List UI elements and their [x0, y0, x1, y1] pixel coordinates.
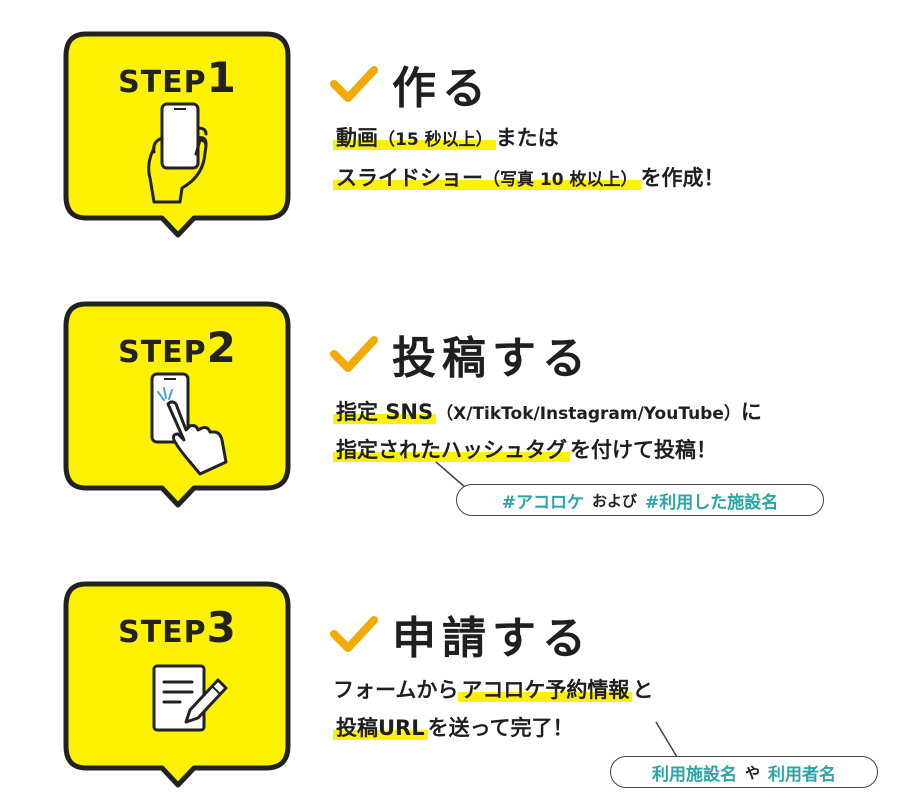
step-2-label: STEP2: [68, 327, 286, 371]
step-1-label: STEP1: [68, 57, 286, 101]
hashtag-callout: #アコロケ および #利用した施設名: [456, 484, 824, 516]
checkmark-icon: [330, 336, 378, 372]
form-with-pen-icon: [152, 664, 228, 732]
step-3-line-1: フォームからアコロケ予約情報と: [333, 674, 653, 704]
highlight-text: 指定されたハッシュタグ: [333, 438, 570, 462]
hashtag-text: #アコロケ: [501, 492, 584, 513]
step-2-line-2: 指定されたハッシュタグを付けて投稿！: [333, 434, 717, 464]
step-1-section: STEP1 作る 動画（15 秒以上）または スライドショー（写真 10 枚以上…: [0, 30, 900, 240]
plain-text: に: [740, 400, 762, 424]
conjunction-text: や: [744, 763, 760, 782]
step-2-title-row: 投稿する: [330, 324, 592, 384]
smartphone-in-hand-icon: [147, 102, 208, 204]
conjunction-text: および: [591, 491, 637, 510]
step-number: 3: [206, 603, 236, 652]
step-3-title: 申請する: [392, 613, 592, 664]
step-word: STEP: [118, 335, 207, 370]
step-number: 1: [206, 53, 236, 102]
step-3-label: STEP3: [68, 607, 286, 651]
step-1-title: 作る: [392, 63, 492, 114]
callout-line: [435, 461, 467, 489]
step-number: 2: [206, 323, 236, 372]
highlight-text: 指定 SNS: [333, 400, 437, 424]
step-2-title: 投稿する: [392, 333, 592, 384]
step-2-line-1: 指定 SNS（X/TikTok/Instagram/YouTube）に: [333, 396, 762, 426]
checkmark-icon: [330, 66, 378, 102]
info-text: 利用者名: [768, 764, 836, 785]
hashtag-text: #利用した施設名: [645, 492, 779, 513]
step-word: STEP: [118, 615, 207, 650]
step-word: STEP: [118, 65, 207, 100]
highlight-text: 投稿URL: [333, 716, 428, 740]
step-1-title-row: 作る: [330, 54, 492, 114]
highlight-text: アコロケ予約情報: [458, 678, 633, 702]
info-callout: 利用施設名 や 利用者名: [610, 756, 878, 788]
paren-text: （写真 10 枚以上）: [483, 170, 638, 190]
info-text: 利用施設名: [651, 764, 737, 785]
paren-text: （X/TikTok/Instagram/YouTube）: [436, 404, 741, 424]
highlight-text: 動画: [336, 126, 378, 150]
step-1-line-1: 動画（15 秒以上）または: [333, 122, 559, 152]
plain-text: フォームから: [333, 678, 459, 702]
step-1-line-2: スライドショー（写真 10 枚以上）を作成！: [333, 162, 725, 192]
tapping-phone-icon: [150, 372, 228, 476]
plain-text: を作成！: [640, 166, 725, 190]
highlight-text: スライドショー: [336, 166, 483, 190]
step-3-title-row: 申請する: [330, 604, 592, 664]
plain-text: を送って完了！: [427, 716, 574, 740]
paren-text: （15 秒以上）: [378, 130, 493, 150]
checkmark-icon: [330, 616, 378, 652]
step-2-section: STEP2 投稿する 指定 SNS（X/TikTok/Instagram/You…: [0, 300, 900, 530]
plain-text: または: [495, 126, 559, 150]
callout-line: [655, 721, 681, 763]
plain-text: と: [632, 678, 654, 702]
plain-text: を付けて投稿！: [570, 438, 717, 462]
